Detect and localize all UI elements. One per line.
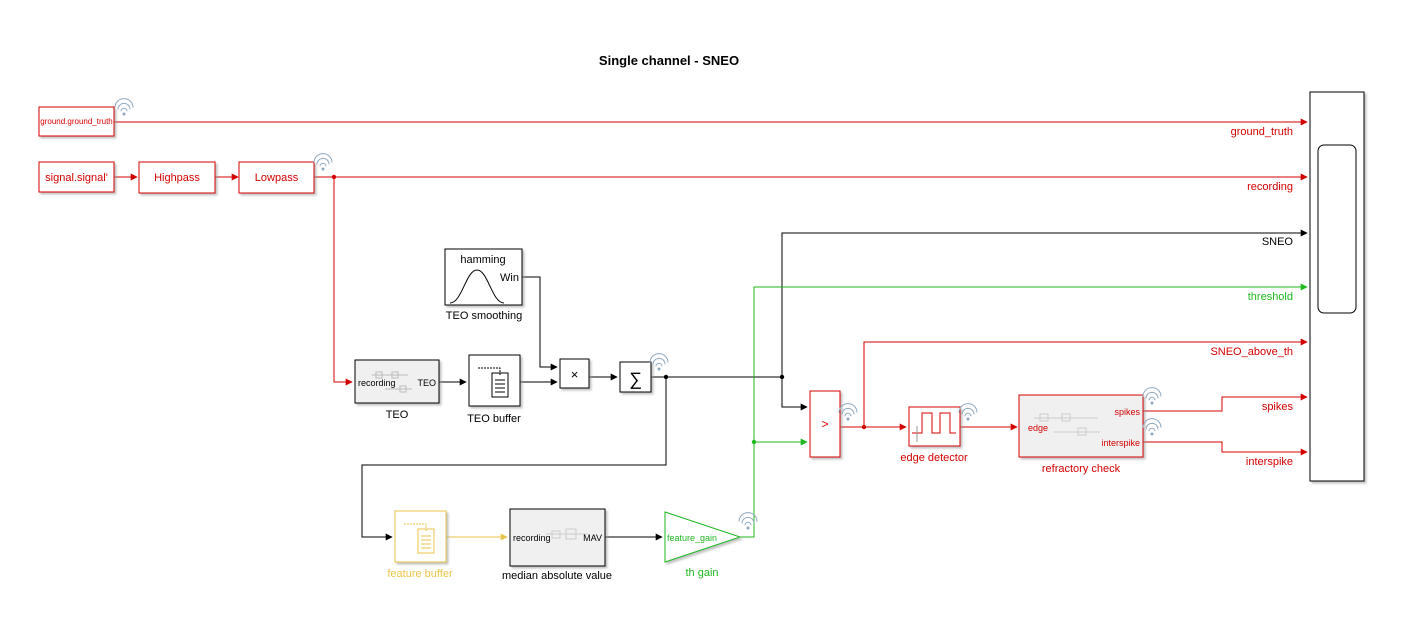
signal-logging-icon[interactable] [738, 512, 758, 530]
scope-screen [1317, 144, 1357, 314]
subsystem-icon [546, 528, 588, 540]
signal-logging-icon[interactable] [838, 403, 858, 421]
signal-label-spikes: spikes [1262, 401, 1294, 413]
hamming-window-block[interactable]: hamming Win [444, 248, 523, 306]
signal-logging-icon[interactable] [1142, 418, 1162, 436]
gain-value: feature_gain [667, 533, 717, 543]
highpass-label: Highpass [154, 172, 200, 184]
hamming-label: hamming [460, 254, 505, 266]
branch-point [779, 374, 785, 380]
sneo-line[interactable] [781, 229, 1308, 377]
product-symbol: × [571, 367, 579, 382]
sum-symbol: ∑ [629, 369, 642, 389]
buffer-icon-lines [404, 523, 431, 549]
lowpass-label: Lowpass [255, 172, 299, 184]
mav-input-port: recording [513, 533, 551, 543]
pulse-icon [912, 412, 956, 434]
refractory-output-interspike: interspike [1101, 438, 1140, 448]
feature-buffer-label: feature buffer [387, 568, 453, 580]
signal-label-recording: recording [1247, 181, 1293, 193]
signal-source-block[interactable]: signal.signal' [38, 161, 115, 193]
edge-detector-label: edge detector [900, 452, 968, 464]
teo-output-port: TEO [417, 378, 436, 388]
subsystem-icon [1034, 413, 1100, 436]
black-signal-lines [361, 229, 1308, 541]
refractory-input-port: edge [1028, 423, 1048, 433]
threshold-line[interactable] [740, 283, 1308, 538]
scope-block[interactable] [1309, 91, 1365, 482]
branch-point [861, 424, 867, 430]
hamming-curve-icon [449, 269, 505, 304]
signal-label-ground-truth: ground_truth [1231, 126, 1293, 138]
mav-label: median absolute value [502, 570, 612, 582]
buffer-icon [491, 372, 509, 398]
sneo-to-feature-buffer-line[interactable] [361, 377, 667, 541]
window-to-product-line[interactable] [522, 276, 558, 371]
signal-label-sneo: SNEO [1262, 236, 1294, 248]
spikes-line[interactable] [1143, 393, 1308, 412]
refractory-output-spikes: spikes [1114, 407, 1140, 417]
signal-label-sneo-above-th: SNEO_above_th [1210, 346, 1293, 358]
teo-buffer-block[interactable] [468, 354, 521, 407]
signal-logging-icon[interactable] [649, 353, 669, 371]
signal-logging-icon[interactable] [114, 98, 134, 116]
branch-point [331, 174, 337, 180]
mav-output-port: MAV [583, 533, 602, 543]
ground-truth-source-block[interactable]: ground.ground_truth [38, 106, 115, 137]
hamming-port-label: Win [500, 272, 519, 284]
teo-label: TEO [386, 409, 409, 421]
highpass-block[interactable]: Highpass [138, 161, 216, 194]
refractory-check-block[interactable]: edge spikes interspike [1018, 394, 1144, 458]
subsystem-icon [372, 371, 412, 393]
signal-source-label: signal.signal' [45, 172, 108, 184]
teo-input-port: recording [358, 378, 396, 388]
signal-label-interspike: interspike [1246, 456, 1293, 468]
green-signal-lines [740, 283, 1308, 538]
red-signal-lines [114, 118, 1308, 456]
branch-point [751, 439, 757, 445]
teo-subsystem-block[interactable]: recording TEO [354, 359, 440, 404]
branch-point [663, 374, 669, 380]
signal-logging-icon[interactable] [313, 153, 333, 171]
refractory-check-label: refractory check [1042, 463, 1121, 475]
th-gain-block[interactable]: feature_gain [664, 511, 742, 563]
compare-block[interactable]: > [809, 390, 841, 458]
buffer-icon-lines [478, 367, 505, 393]
product-block[interactable]: × [559, 358, 590, 389]
th-gain-label: th gain [685, 567, 718, 579]
interspike-line[interactable] [1143, 441, 1308, 456]
lowpass-block[interactable]: Lowpass [238, 161, 315, 194]
feature-buffer-block[interactable] [394, 510, 447, 563]
signal-label-threshold: threshold [1248, 291, 1293, 303]
compare-symbol: > [821, 417, 828, 431]
teo-buffer-label: TEO buffer [467, 413, 521, 425]
teo-smoothing-label: TEO smoothing [446, 310, 522, 322]
signal-logging-icon[interactable] [1142, 387, 1162, 405]
sneo-to-compare-line[interactable] [781, 377, 808, 411]
ground-truth-source-label: ground.ground_truth [40, 117, 113, 126]
mav-subsystem-block[interactable]: recording MAV [509, 508, 606, 567]
buffer-icon [417, 528, 435, 554]
sum-block[interactable]: ∑ [619, 361, 652, 393]
recording-to-teo-line[interactable] [333, 177, 353, 386]
diagram-title: Single channel - SNEO [599, 53, 739, 68]
signal-logging-icon[interactable] [958, 403, 978, 421]
edge-detector-block[interactable] [908, 406, 961, 447]
